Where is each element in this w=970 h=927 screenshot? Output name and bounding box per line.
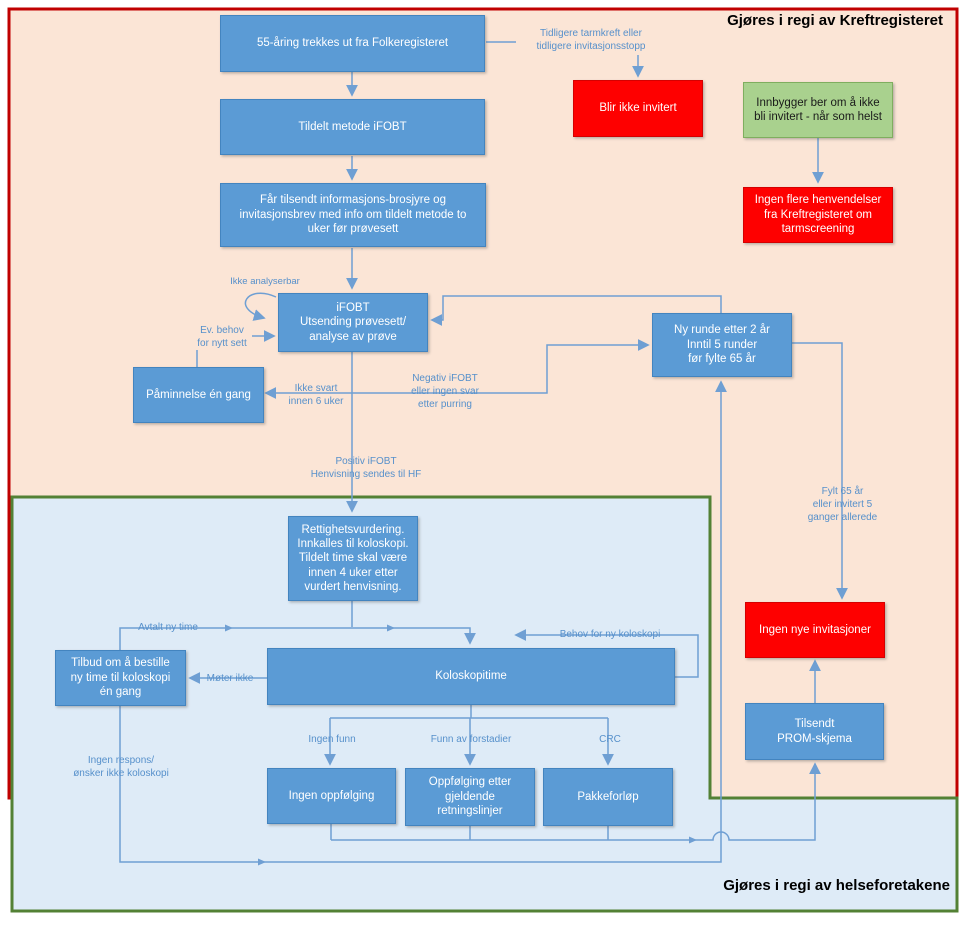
label-ikke-svart: Ikke svart innen 6 uker	[288, 383, 344, 407]
label-ev-behov: Ev. behov for nytt sett	[197, 325, 247, 349]
label-fylt-65: Fylt 65 år eller invitert 5 ganger aller…	[807, 486, 878, 523]
box-blir-ikke-invitert: Blir ikke invitert	[573, 80, 703, 137]
arrow-behov-ny-koloskopi-loop	[514, 629, 699, 678]
arrow-return-to-ny-runde	[119, 380, 727, 863]
box-innbygger-ber-om: Innbygger ber om å ikke bli invitert - n…	[743, 82, 893, 138]
label-positiv-ifobt: Positiv iFOBT Henvisning sendes til HF	[310, 456, 422, 480]
box-paaminnelse: Påminnelse én gang	[133, 367, 264, 423]
box-oppfolging-retningslinjer: Oppfølging etter gjeldende retningslinje…	[405, 768, 535, 826]
label-tidligere-tarmkreft: Tidligere tarmkreft eller tidligere invi…	[536, 28, 646, 52]
label-ingen-funn: Ingen funn	[308, 734, 356, 745]
label-funn-forstadier: Funn av forstadier	[430, 734, 512, 745]
midline-arrowheads	[225, 624, 697, 866]
box-koloskopitime: Koloskopitime	[267, 648, 675, 705]
arrowhead-avtalt	[225, 624, 233, 632]
box-pakkeforlop: Pakkeforløp	[543, 768, 673, 826]
label-moter-ikke: Møter ikke	[206, 673, 254, 684]
kreftregisteret-region-title: Gjøres i regi av Kreftregisteret	[727, 12, 943, 29]
box-rettighetsvurdering: Rettighetsvurdering. Innkalles til kolos…	[288, 516, 418, 601]
arrowhead-rettighet-line	[387, 624, 395, 632]
helseforetakene-region-title: Gjøres i regi av helseforetakene	[723, 877, 950, 894]
arrowhead-outcome-line	[689, 836, 697, 844]
arrow-negativ-to-ny-runde	[352, 339, 650, 394]
connector-lines	[119, 41, 848, 863]
label-crc: CRC	[599, 734, 621, 745]
box-55aring-trekkes: 55-åring trekkes ut fra Folkeregisteret	[220, 15, 485, 72]
label-ingen-respons: Ingen respons/ ønsker ikke koloskopi	[73, 755, 169, 779]
box-tilsendt-prom: Tilsendt PROM-skjema	[745, 703, 884, 760]
box-ingen-nye-invitasjoner: Ingen nye invitasjoner	[745, 602, 885, 658]
label-avtalt-ny-time: Avtalt ny time	[138, 622, 198, 633]
label-negativ-ifobt: Negativ iFOBT eller ingen svar etter pur…	[411, 373, 479, 410]
label-ikke-analyserbar: Ikke analyserbar	[230, 276, 300, 287]
arrow-avtalt-to-koloskopitime	[119, 627, 476, 650]
box-tildelt-metode: Tildelt metode iFOBT	[220, 99, 485, 155]
arrow-outcomes-to-prom	[331, 762, 821, 841]
box-ingen-flere-henvendelser: Ingen flere henvendelser fra Kreftregist…	[743, 187, 893, 243]
arrowhead-ingen-respons-line	[258, 858, 266, 866]
box-ingen-oppfolging: Ingen oppfølging	[267, 768, 396, 824]
arrow-ny-runde-to-ifobt	[430, 295, 722, 326]
label-behov-ny-koloskopi: Behov for ny koloskopi	[559, 629, 661, 640]
arrow-fylt65-to-ingen-nye	[792, 342, 848, 600]
box-informasjonsbrosjyre: Får tilsendt informasjons-brosjyre og in…	[220, 183, 486, 247]
box-ny-runde: Ny runde etter 2 år Inntil 5 runder før …	[652, 313, 792, 377]
box-ifobt-utsending: iFOBT Utsending prøvesett/ analyse av pr…	[278, 293, 428, 352]
box-tilbud-ny-time: Tilbud om å bestille ny time til kolosko…	[55, 650, 186, 706]
arrow-ikke-analyserbar-loop	[244, 292, 277, 321]
